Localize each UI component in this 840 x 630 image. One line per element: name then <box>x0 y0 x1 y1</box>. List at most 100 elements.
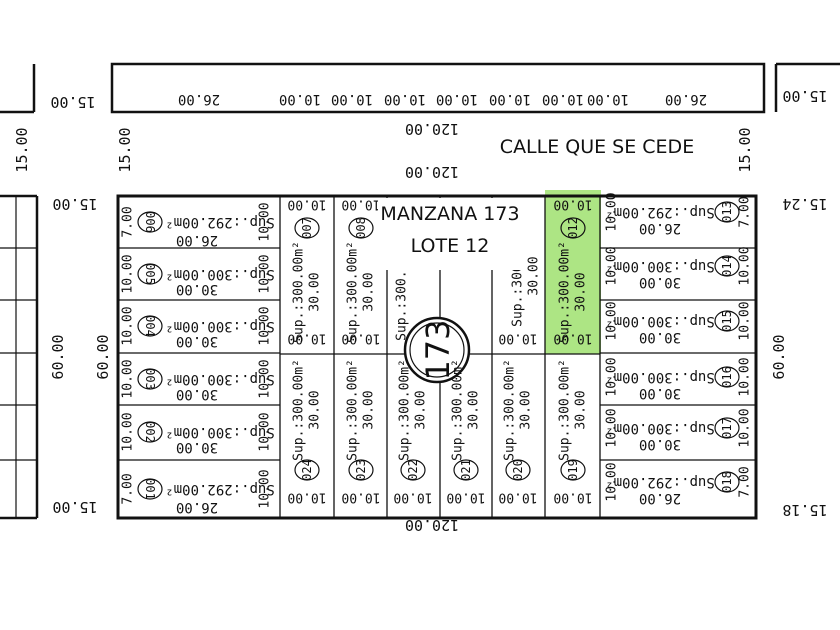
lot-depth: 30.00 <box>527 256 542 295</box>
lot-area: Sup.:292.00m² <box>165 481 275 497</box>
neighbor-lot-front: 10.00 <box>384 91 426 107</box>
lot-number: 002 <box>143 421 157 443</box>
lot-front-right: 10.00 <box>258 254 273 293</box>
lot-front-left: 10.00 <box>605 192 620 231</box>
lot-front-right: 10.00 <box>738 301 753 340</box>
lot-005: 005 <box>137 263 163 285</box>
lot-area: Sup.:300.00m² <box>605 369 715 385</box>
neighbor-lot-front: 26.00 <box>178 91 220 107</box>
lot-number: 024 <box>300 459 314 481</box>
dim-corner-far-right: 15.00 <box>782 87 827 105</box>
lot-002: 002 <box>137 421 163 443</box>
lot-012: 012 <box>560 217 586 239</box>
lot-number: 015 <box>720 310 734 332</box>
lot-front-right: 10.00 <box>738 357 753 396</box>
lot-007: 007 <box>294 217 320 239</box>
block-173-outline <box>116 194 758 520</box>
neighbor-lot-front: 10.00 <box>489 91 531 107</box>
neighbor-block-right <box>774 62 840 112</box>
lot-012-highlight <box>545 190 601 354</box>
neighbor-lot-front: 10.00 <box>587 91 629 107</box>
lot-area: Sup.:300.00m² <box>398 359 413 461</box>
lot-depth: 30.00 <box>639 436 681 452</box>
lot-front-bottom: 10.00 <box>553 490 592 505</box>
lot-008: 008 <box>348 217 374 239</box>
lot-area: Sup.:300.00m² <box>558 359 573 461</box>
neighbor-lot-front: 10.00 <box>279 91 321 107</box>
lot-number: 023 <box>354 459 368 481</box>
lot-019: 019 <box>560 459 586 481</box>
lot-area: Sup.:292.00m² <box>165 214 275 230</box>
lot-depth: 30.00 <box>467 390 482 429</box>
lot-front-right: 10.00 <box>258 202 273 241</box>
lot-021: 021 <box>453 459 479 481</box>
lot-area: Sup.:300.00m² <box>605 258 715 274</box>
lot-022: 022 <box>400 459 426 481</box>
dim-street-left: 15.00 <box>116 127 134 172</box>
lot-024: 024 <box>294 459 320 481</box>
lot-depth: 26.00 <box>176 232 218 248</box>
lot-front-left: 10.00 <box>605 462 620 501</box>
dim-side-far-left: 60.00 <box>49 334 67 379</box>
lot-front-top: 10.00 <box>287 197 326 212</box>
lot-depth: 26.00 <box>639 490 681 506</box>
street-name: CALLE QUE SE CEDE <box>500 136 694 158</box>
lot-area: Sup.:292.00m² <box>605 474 715 490</box>
lot-number: 022 <box>406 459 420 481</box>
lot-front-left: 10.00 <box>121 254 136 293</box>
neighbor-block-top <box>110 62 766 114</box>
lot-front-right: 10.00 <box>258 412 273 451</box>
dim-corner-left-top: 15.00 <box>50 93 95 111</box>
lot-003: 003 <box>137 368 163 390</box>
lot-callout: MANZANA 173 LOTE 12 <box>378 198 522 270</box>
lot-depth: 30.00 <box>308 272 323 311</box>
lot-depth: 30.00 <box>639 274 681 290</box>
lot-014: 014 <box>714 255 740 277</box>
lot-area: Sup.:300.00m² <box>346 241 361 343</box>
lot-001: 001 <box>137 478 163 500</box>
lot-front-left: 10.00 <box>121 359 136 398</box>
lot-number: 001 <box>143 478 157 500</box>
lot-number: 003 <box>143 368 157 390</box>
lot-front-bottom: 10.00 <box>393 490 432 505</box>
lot-number: 012 <box>566 217 580 239</box>
lot-depth: 30.00 <box>574 272 589 311</box>
dim-corner-top-right: 15.24 <box>782 195 827 213</box>
dim-corner-left-mid: 15.00 <box>52 195 97 213</box>
lot-004: 004 <box>137 315 163 337</box>
lot-area: Sup.:300.00m² <box>165 424 275 440</box>
lot-front-bottom: 10.00 <box>553 331 592 346</box>
lot-front-right: 7.00 <box>738 466 753 497</box>
lot-number: 020 <box>511 459 525 481</box>
lot-area: Sup.:300.00m² <box>346 359 361 461</box>
dim-top-width: 120.00 <box>405 120 459 138</box>
lot-depth: 26.00 <box>176 499 218 515</box>
lot-depth: 30.00 <box>639 385 681 401</box>
lot-front-top: 10.00 <box>553 197 592 212</box>
lot-number: 004 <box>143 315 157 337</box>
dim-top-width-2: 120.00 <box>405 163 459 181</box>
lot-depth: 30.00 <box>574 390 589 429</box>
lot-017: 017 <box>714 417 740 439</box>
lot-front-bottom: 10.00 <box>498 331 537 346</box>
lot-015: 015 <box>714 310 740 332</box>
neighbor-lot-front: 26.00 <box>665 91 707 107</box>
lot-depth: 30.00 <box>639 329 681 345</box>
lot-front-bottom: 10.00 <box>287 490 326 505</box>
lot-number: 019 <box>566 459 580 481</box>
lot-depth: 26.00 <box>639 220 681 236</box>
neighbor-block-left-top <box>0 64 36 114</box>
lot-front-right: 7.00 <box>738 196 753 227</box>
dim-bottom-width: 120.00 <box>405 516 459 534</box>
lot-depth: 30.00 <box>176 333 218 349</box>
lot-front-bottom: 10.00 <box>498 490 537 505</box>
lot-area: Sup.:300.00m² <box>451 359 466 461</box>
lot-area: Sup.:300.00m² <box>165 318 275 334</box>
lot-depth: 30.00 <box>176 281 218 297</box>
lot-front-left: 7.00 <box>121 473 136 504</box>
lot-006: 006 <box>137 211 163 233</box>
lot-number: 016 <box>720 366 734 388</box>
lot-number: 007 <box>300 217 314 239</box>
lot-number: 006 <box>143 211 157 233</box>
